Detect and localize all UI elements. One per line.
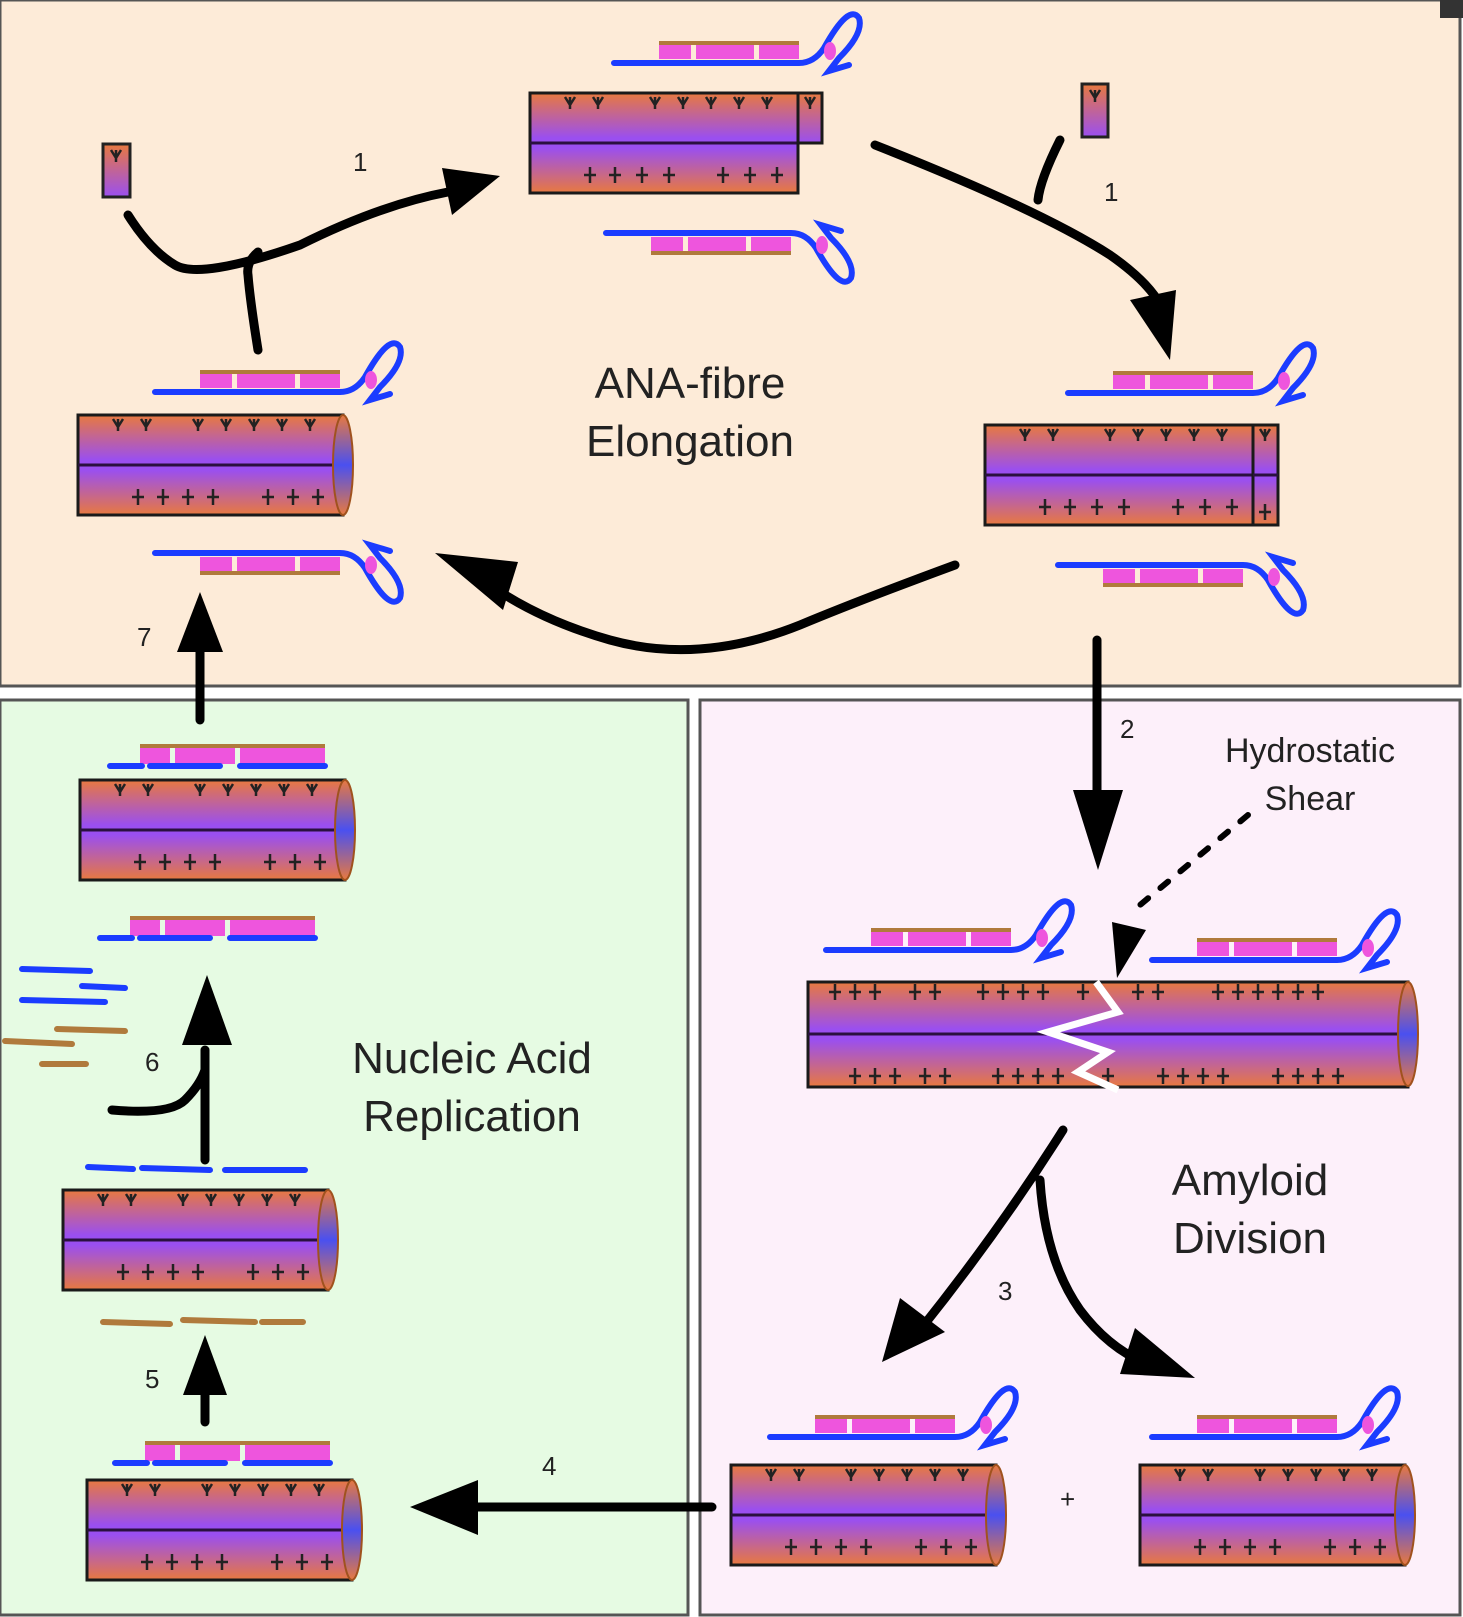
replication-title-line1: Nucleic Acid [352, 1034, 592, 1083]
elongation-title-line2: Elongation [586, 417, 794, 466]
arrow-branch-step-1-left [243, 247, 263, 355]
corner-mark [1440, 0, 1463, 18]
elongation-title-line1: ANA-fibre [595, 359, 786, 408]
plus-between-daughters: + [1060, 1484, 1075, 1514]
arrowhead-step-5 [183, 1335, 227, 1395]
arrow-branch-step-1-right [1033, 135, 1065, 205]
fibre-replication-top [80, 780, 355, 880]
arrowhead-return-to-left [435, 553, 518, 610]
arrowhead-hydrostatic-shear [1112, 922, 1146, 978]
nucleic-acid-duplex-top-upper [110, 744, 325, 766]
fibre-long-breaking [806, 979, 1419, 1094]
step-label-1-right: 1 [1104, 177, 1118, 207]
arrowhead-step-3-right [1120, 1328, 1195, 1378]
replication-title-line2: Replication [363, 1092, 581, 1141]
step-label-5: 5 [145, 1364, 159, 1394]
arrowhead-step-2 [1073, 790, 1123, 870]
step-label-6: 6 [145, 1047, 159, 1077]
fibre-replication-bottom [87, 1480, 362, 1580]
arrowhead-step-4 [410, 1480, 478, 1535]
fibre-daughter-right [1140, 1465, 1415, 1565]
fibre-replication-middle [63, 1190, 338, 1290]
arrow-hydrostatic-shear [1137, 812, 1251, 908]
arrow-step-1-right [870, 140, 1171, 325]
shear-label-line2: Shear [1265, 780, 1356, 818]
step-label-1-left: 1 [353, 147, 367, 177]
arrowhead-step-7 [177, 592, 223, 652]
arrowhead-step-6 [182, 975, 232, 1045]
monomer-left [101, 142, 132, 199]
fibre-right [985, 423, 1280, 527]
fibre-top [530, 91, 824, 193]
shear-label-line1: Hydrostatic [1225, 732, 1395, 770]
free-nucleotide-strands [2, 966, 128, 1067]
arrow-branch-step-6 [107, 1065, 210, 1116]
monomer-right [1080, 82, 1110, 139]
arrow-step-3-right [1035, 1175, 1155, 1370]
fibre-left [78, 415, 353, 515]
separated-blue-strands [85, 1164, 308, 1173]
step-label-2: 2 [1120, 714, 1134, 744]
step-label-4: 4 [542, 1451, 556, 1481]
arrow-step-1-left [123, 187, 453, 274]
separated-brown-strands [100, 1317, 306, 1327]
division-title-line2: Division [1173, 1214, 1327, 1263]
fibre-daughter-left [731, 1465, 1006, 1565]
fracture-mark [1036, 979, 1124, 1094]
step-label-7: 7 [137, 622, 151, 652]
nucleic-acid-duplex-top-lower [100, 916, 315, 938]
arrowhead-step-1-left [442, 168, 500, 215]
arrow-step-3-left [915, 1125, 1068, 1335]
arrowhead-step-3-left [882, 1298, 945, 1362]
step-label-3: 3 [998, 1276, 1012, 1306]
arrow-return-to-left [485, 560, 960, 655]
nucleic-acid-duplex-bottom [115, 1441, 330, 1463]
division-title-line1: Amyloid [1172, 1156, 1329, 1205]
panel-division [698, 698, 1462, 1617]
arrowhead-step-1-right [1130, 290, 1176, 360]
